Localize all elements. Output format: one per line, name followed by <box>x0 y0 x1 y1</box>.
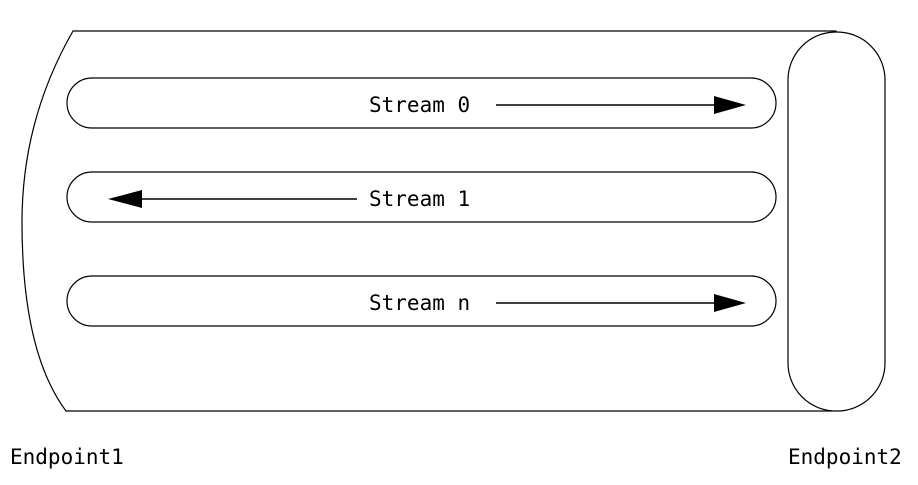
stream-n-capsule <box>66 275 777 327</box>
stream-row-1: Stream 1 <box>66 171 777 223</box>
stream-1-capsule <box>66 171 777 223</box>
stream-0-label: Stream 0 <box>369 93 470 117</box>
stream-1-label: Stream 1 <box>369 187 470 211</box>
stream-n-label: Stream n <box>369 291 470 315</box>
stream-n-arrowhead-right-icon <box>714 294 746 312</box>
stream-row-n: Stream n <box>66 275 777 327</box>
endpoint2-label: Endpoint2 <box>788 445 902 469</box>
endpoint2-pipe-end-capsule <box>787 31 886 412</box>
connection-pipe <box>21 30 886 412</box>
stream-row-0: Stream 0 <box>66 77 777 129</box>
stream-0-capsule <box>66 77 777 129</box>
stream-1-arrowhead-left-icon <box>108 190 142 208</box>
stream-0-arrowhead-right-icon <box>714 96 746 114</box>
endpoint1-label: Endpoint1 <box>10 445 124 469</box>
pipe-left-opening-curve <box>21 30 74 412</box>
